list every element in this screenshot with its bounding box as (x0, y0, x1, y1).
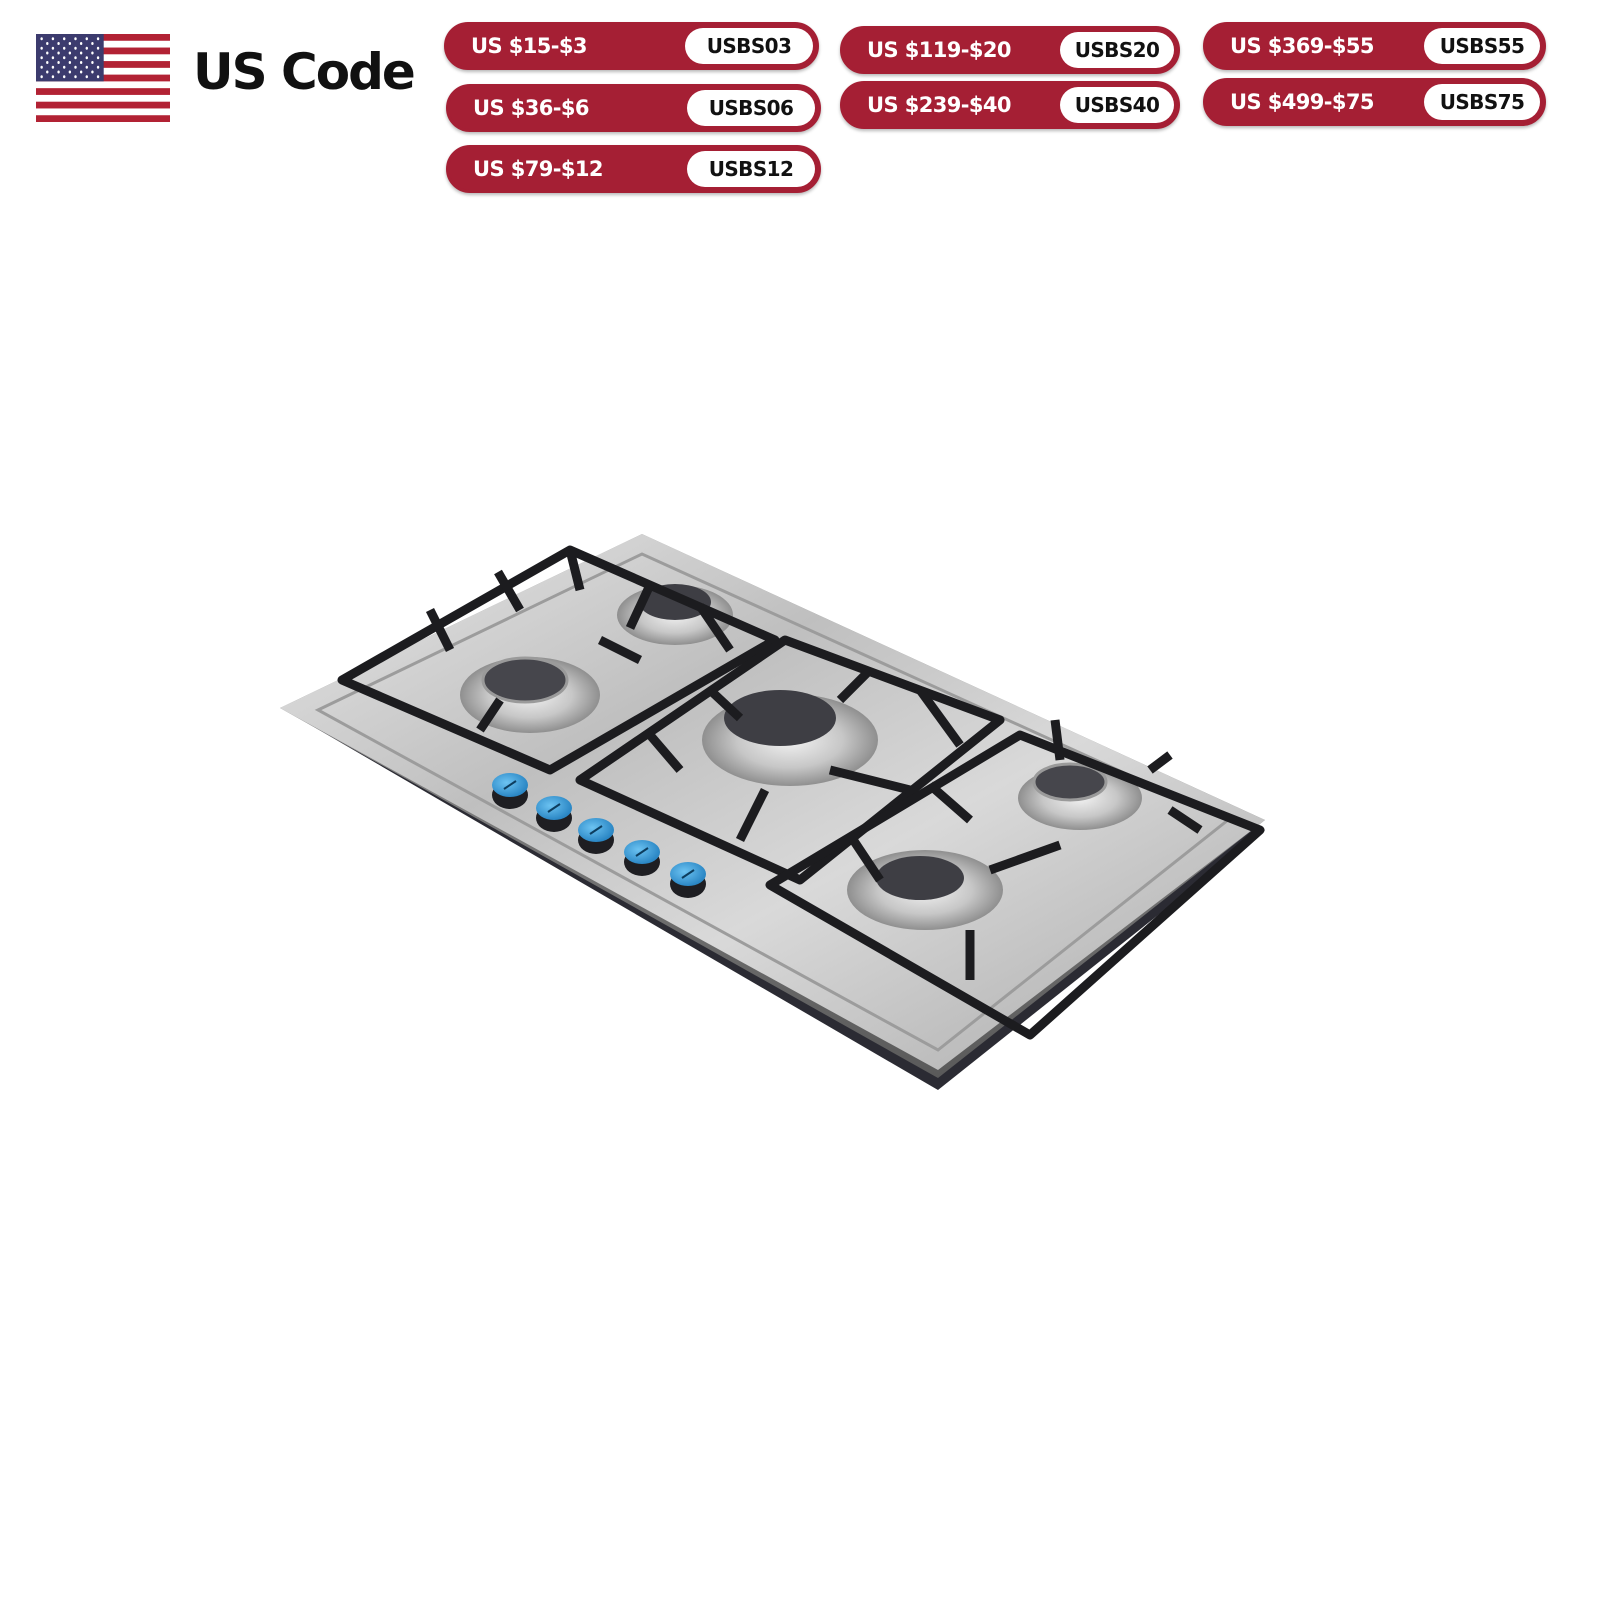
coupon-usbs40[interactable]: US $239-$40 USBS40 (840, 81, 1180, 129)
coupon-code[interactable]: USBS06 (687, 90, 815, 126)
coupon-code[interactable]: USBS75 (1424, 84, 1540, 120)
coupon-usbs20[interactable]: US $119-$20 USBS20 (840, 26, 1180, 74)
coupon-usbs55[interactable]: US $369-$55 USBS55 (1203, 22, 1546, 70)
coupon-usbs03[interactable]: US $15-$3 USBS03 (444, 22, 819, 70)
coupon-code[interactable]: USBS03 (685, 28, 813, 64)
coupon-code[interactable]: USBS40 (1060, 87, 1174, 123)
coupon-usbs12[interactable]: US $79-$12 USBS12 (446, 145, 821, 193)
coupon-amount: US $79-$12 (473, 157, 603, 181)
coupon-amount: US $119-$20 (867, 38, 1011, 62)
coupon-code[interactable]: USBS12 (687, 151, 815, 187)
coupon-amount: US $15-$3 (471, 34, 587, 58)
coupon-amount: US $239-$40 (867, 93, 1011, 117)
coupon-code[interactable]: USBS20 (1060, 32, 1174, 68)
coupon-usbs75[interactable]: US $499-$75 USBS75 (1203, 78, 1546, 126)
gas-cooktop-image (270, 530, 1280, 1110)
page-title: US Code (193, 43, 416, 101)
coupon-code[interactable]: USBS55 (1424, 28, 1540, 64)
us-flag-icon (36, 34, 170, 122)
coupon-amount: US $36-$6 (473, 96, 589, 120)
coupon-amount: US $369-$55 (1230, 34, 1374, 58)
coupon-amount: US $499-$75 (1230, 90, 1374, 114)
control-knobs (492, 773, 706, 898)
coupon-usbs06[interactable]: US $36-$6 USBS06 (446, 84, 821, 132)
